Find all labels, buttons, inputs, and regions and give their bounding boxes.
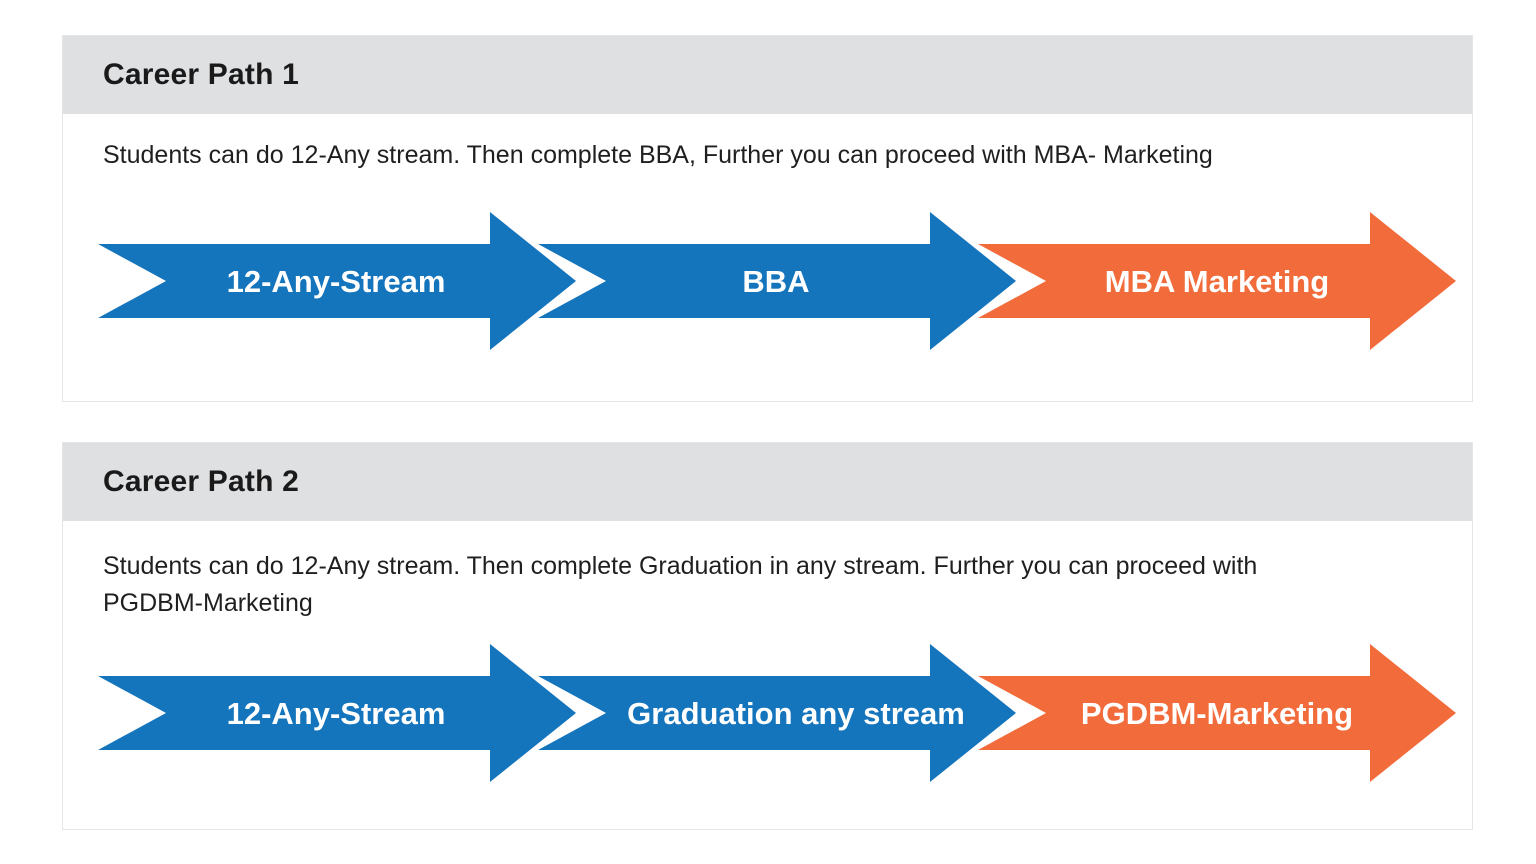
step-arrow: 12-Any-Stream xyxy=(98,644,576,782)
career-path-1-arrows: 12-Any-Stream BBA MBA Marketing xyxy=(98,212,1456,350)
step-label: PGDBM-Marketing xyxy=(1081,696,1353,731)
step-arrow: MBA Marketing xyxy=(978,212,1456,350)
step-arrow: Graduation any stream xyxy=(538,644,1016,782)
step-label: Graduation any stream xyxy=(627,696,965,731)
step-label: MBA Marketing xyxy=(1105,264,1329,299)
career-path-1-title: Career Path 1 xyxy=(103,58,300,91)
step-label: 12-Any-Stream xyxy=(227,264,446,299)
career-path-2-description: Students can do 12-Any stream. Then comp… xyxy=(103,552,1258,617)
career-path-2-arrows: 12-Any-Stream Graduation any stream PGDB… xyxy=(98,644,1456,782)
career-path-1-flow: 12-Any-Stream BBA MBA Marketing xyxy=(98,212,1458,350)
career-path-2-flow: 12-Any-Stream Graduation any stream PGDB… xyxy=(98,644,1458,782)
step-arrow: BBA xyxy=(538,212,1016,350)
career-path-1-description: Students can do 12-Any stream. Then comp… xyxy=(103,141,1213,169)
step-label: 12-Any-Stream xyxy=(227,696,446,731)
step-arrow: PGDBM-Marketing xyxy=(978,644,1456,782)
step-label: BBA xyxy=(742,264,809,299)
career-path-2-title: Career Path 2 xyxy=(103,465,300,498)
career-path-1-card: Career Path 1 Students can do 12-Any str… xyxy=(62,35,1473,402)
step-arrow: 12-Any-Stream xyxy=(98,212,576,350)
career-path-2-header: Career Path 2 xyxy=(63,443,1472,521)
career-path-1-header: Career Path 1 xyxy=(63,36,1472,114)
career-path-2-card: Career Path 2 Students can do 12-Any str… xyxy=(62,442,1473,830)
